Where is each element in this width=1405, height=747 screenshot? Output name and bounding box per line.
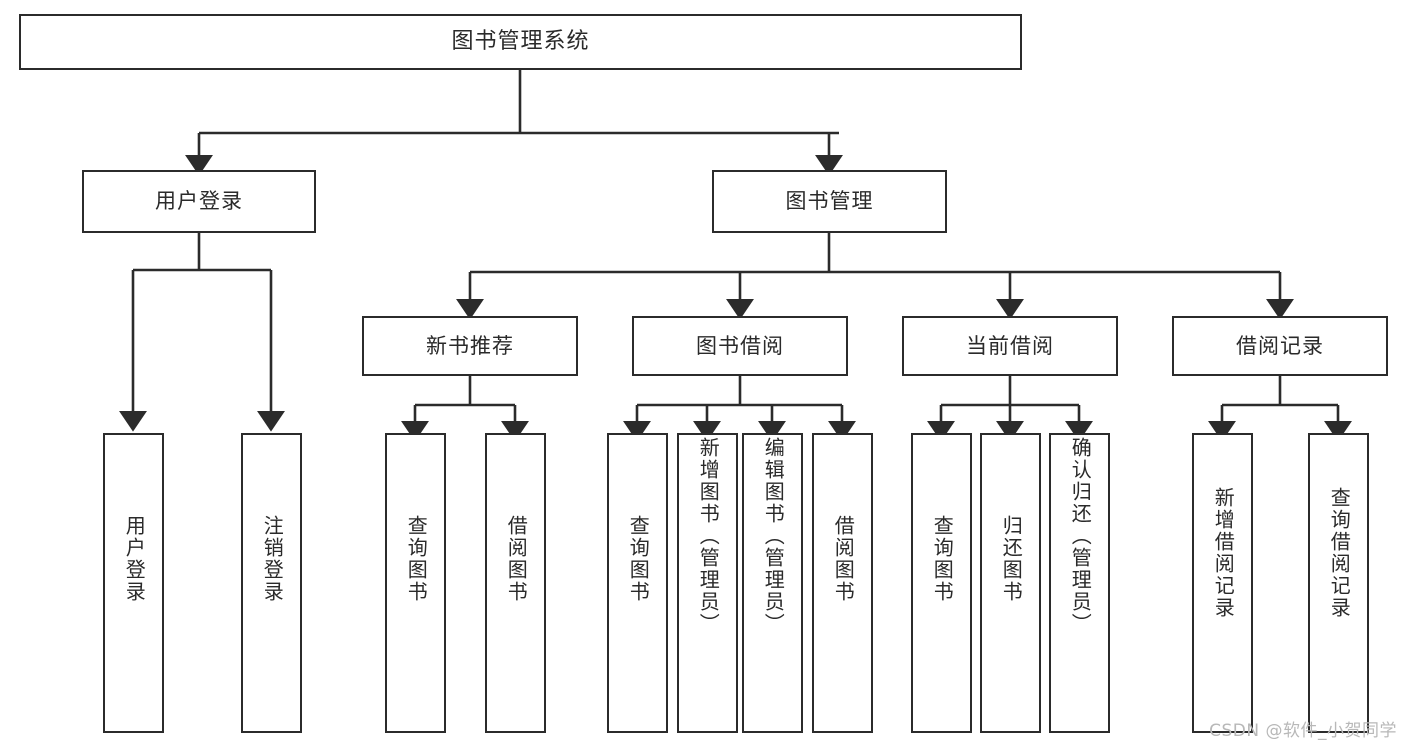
leaf-current-borrow-return-book[interactable]: 归还图书 [980,433,1041,733]
leaf-borrow-record-add-record[interactable]: 新增借阅记录 [1192,433,1253,733]
node-borrow-record[interactable]: 借阅记录 [1172,316,1388,376]
leaf-book-borrow-borrow-book[interactable]: 借阅图书 [812,433,873,733]
leaf-label: 用户登录 [122,515,147,603]
leaf-label: 查询借阅记录 [1327,487,1352,619]
leaf-label: 借阅图书 [504,515,529,603]
node-book-borrow[interactable]: 图书借阅 [632,316,848,376]
node-label: 新书推荐 [426,333,514,358]
node-current-borrow[interactable]: 当前借阅 [902,316,1118,376]
leaf-new-book-borrow-book[interactable]: 借阅图书 [485,433,546,733]
leaf-current-borrow-confirm-return-admin[interactable]: 确认归还（管理员） [1049,433,1110,733]
leaf-label: 确认归还（管理员） [1068,437,1093,635]
node-label: 图书管理 [785,189,874,214]
leaf-book-borrow-query-book[interactable]: 查询图书 [607,433,668,733]
leaf-user-login-logout[interactable]: 注销登录 [241,433,302,733]
leaf-book-borrow-add-book-admin[interactable]: 新增图书（管理员） [677,433,738,733]
leaf-label: 查询图书 [626,515,651,603]
node-label: 图书借阅 [696,333,784,358]
node-label: 图书管理系统 [451,29,590,55]
leaf-label: 借阅图书 [831,515,856,603]
node-root-library-management-system[interactable]: 图书管理系统 [19,14,1022,70]
node-user-login[interactable]: 用户登录 [82,170,316,233]
leaf-label: 注销登录 [260,515,285,603]
node-label: 借阅记录 [1236,333,1324,358]
watermark-text: CSDN @软件_小贺同学 [1209,721,1397,741]
leaf-label: 新增借阅记录 [1211,487,1236,619]
leaf-label: 查询图书 [404,515,429,603]
leaf-label: 新增图书（管理员） [696,437,721,635]
leaf-current-borrow-query-book[interactable]: 查询图书 [911,433,972,733]
node-label: 当前借阅 [966,333,1054,358]
node-label: 用户登录 [155,189,243,214]
leaf-label: 归还图书 [999,515,1024,603]
node-book-management[interactable]: 图书管理 [712,170,947,233]
leaf-label: 查询图书 [930,515,955,603]
leaf-borrow-record-query-record[interactable]: 查询借阅记录 [1308,433,1369,733]
leaf-user-login-login[interactable]: 用户登录 [103,433,164,733]
leaf-book-borrow-edit-book-admin[interactable]: 编辑图书（管理员） [742,433,803,733]
leaf-new-book-query-book[interactable]: 查询图书 [385,433,446,733]
node-new-book-recommend[interactable]: 新书推荐 [362,316,578,376]
leaf-label: 编辑图书（管理员） [761,437,786,635]
